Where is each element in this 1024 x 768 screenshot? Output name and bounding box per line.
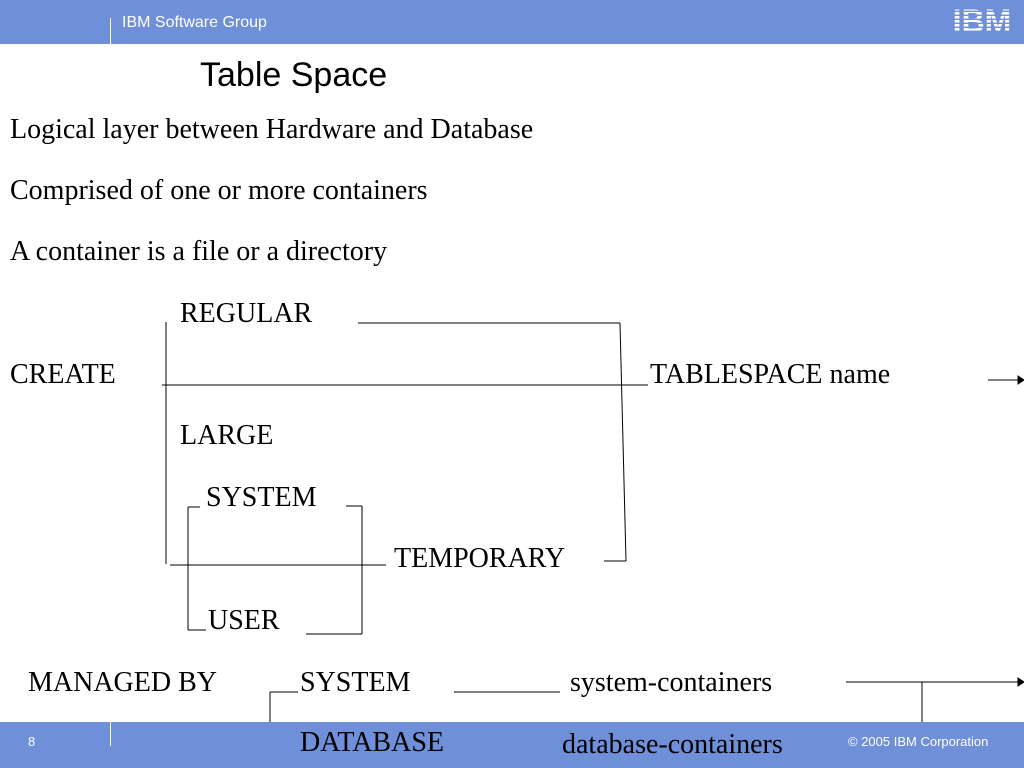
syntax-tablespace-name: TABLESPACE name <box>650 359 891 390</box>
page-number: 8 <box>28 734 36 749</box>
syntax-system-containers: system-containers <box>570 667 773 698</box>
bullet-line-2: Comprised of one or more containers <box>10 175 428 206</box>
group-name: IBM Software Group <box>122 14 267 31</box>
syntax-temporary: TEMPORARY <box>394 543 566 574</box>
syntax-managed-system: SYSTEM <box>300 667 411 698</box>
ibm-logo-text: IBM <box>953 4 1012 38</box>
syntax-system: SYSTEM <box>206 482 317 513</box>
slide-title: Table Space <box>200 56 388 94</box>
right-merge-line <box>619 322 627 562</box>
managed-arrowhead <box>1017 677 1024 687</box>
footer-divider <box>110 722 111 746</box>
syntax-database: DATABASE <box>300 727 444 758</box>
copyright: © 2005 IBM Corporation <box>848 734 989 749</box>
tablespace-arrowhead <box>1017 375 1024 385</box>
syntax-large: LARGE <box>180 420 274 451</box>
footer-bar: 8 © 2005 IBM Corporation <box>0 722 1024 768</box>
bullet-line-3: A container is a file or a directory <box>10 236 388 267</box>
ibm-logo: IBM <box>946 3 1018 43</box>
syntax-database-containers: database-containers <box>562 729 783 760</box>
bullet-line-1: Logical layer between Hardware and Datab… <box>10 114 534 145</box>
syntax-managed-by: MANAGED BY <box>28 667 217 698</box>
syntax-user: USER <box>208 605 280 636</box>
header-divider <box>110 18 111 44</box>
header-bar: IBM Software Group IBM <box>0 0 1024 44</box>
syntax-regular: REGULAR <box>180 298 313 329</box>
syntax-create: CREATE <box>10 359 116 390</box>
